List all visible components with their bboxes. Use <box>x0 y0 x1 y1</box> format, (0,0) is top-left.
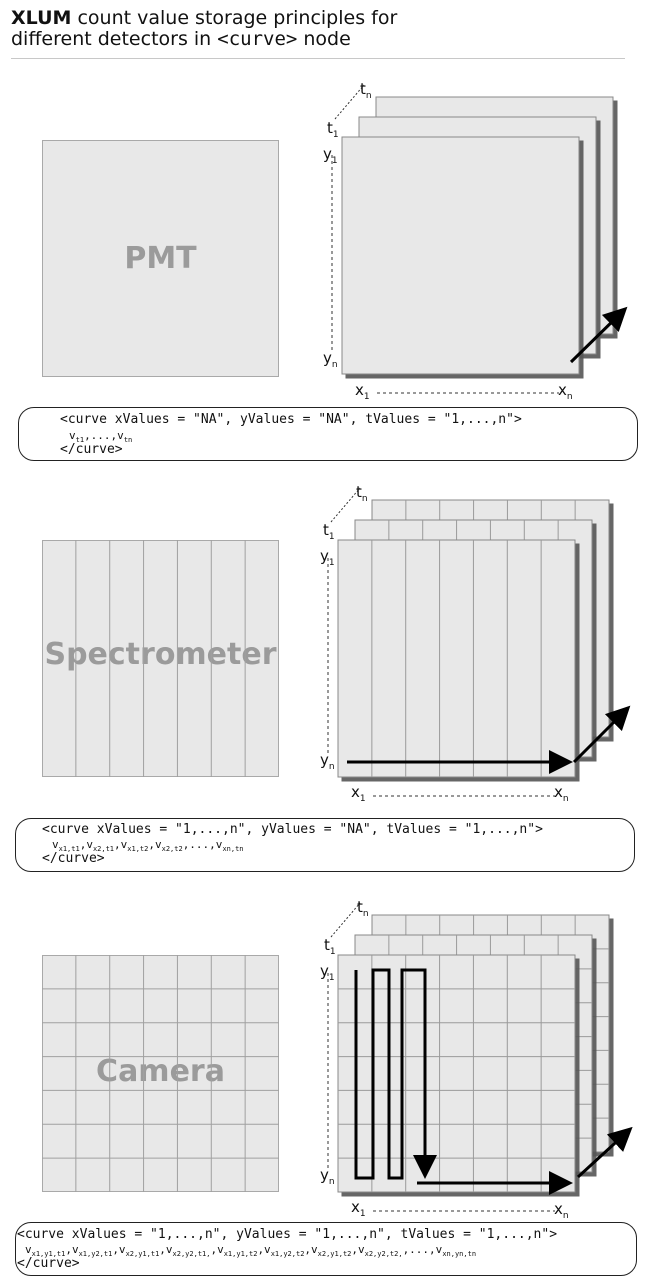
value-token: v <box>69 429 76 442</box>
page-title: XLUM count value storage principles for … <box>11 8 397 50</box>
camera-code-values: vx1,y1,t1,vx1,y2,t1,vx2,y1,t1,vx2,y2,t1,… <box>25 1243 476 1258</box>
spectrometer-code-open: <curve xValues = "1,...,n", yValues = "N… <box>42 822 543 837</box>
value-subscript: x1,t2 <box>127 845 149 854</box>
value-token: ,...,v <box>84 429 124 442</box>
title-code: <curve> <box>217 28 298 50</box>
cam-axis-tn: tn <box>357 898 369 919</box>
pmt-time-arrow <box>569 306 628 364</box>
pmt-code-open: <curve xValues = "NA", yValues = "NA", t… <box>60 412 522 427</box>
value-subscript: tn <box>123 436 133 445</box>
spectrometer-stack <box>327 487 631 797</box>
value-subscript: x1,y1,t2 <box>223 1250 258 1259</box>
value-subscript: x2,y2,t2, <box>364 1250 403 1259</box>
cam-axis-yn: yn <box>320 1166 335 1187</box>
value-token: ,v <box>351 1243 365 1256</box>
pmt-detector: PMT <box>42 140 279 377</box>
spec-axis-t1: t1 <box>323 521 335 542</box>
value-subscript: x2,y1,t2 <box>317 1250 352 1259</box>
spectrometer-code-values: vx1,t1,vx2,t1,vx1,t2,vx2,t2,...,vxn,tn <box>52 838 244 853</box>
spectrometer-code-close: </curve> <box>42 851 105 866</box>
title-divider <box>11 58 625 59</box>
cam-axis-x1: x1 <box>351 1198 366 1219</box>
pmt-code-close: </curve> <box>60 442 123 457</box>
cam-t-axis <box>330 902 361 938</box>
pmt-code-values: vt1,...,vtn <box>69 429 132 444</box>
value-subscript: x2,y2,t1, <box>172 1250 211 1259</box>
camera-code-open: <curve xValues = "1,...,n", yValues = "1… <box>17 1227 558 1242</box>
cam-axis-y1: y1 <box>320 962 335 983</box>
cam-time-arrow <box>576 1126 633 1179</box>
value-token: ,v <box>148 838 162 851</box>
camera-label: Camera <box>96 1054 225 1089</box>
spec-panel-front <box>337 539 576 778</box>
value-token: v <box>25 1243 32 1256</box>
camera-stack <box>327 902 633 1212</box>
value-token: ,v <box>159 1243 173 1256</box>
value-subscript: x1,y2,t2 <box>270 1250 305 1259</box>
value-token: ,v <box>112 1243 126 1256</box>
value-subscript: x2,t2 <box>161 845 183 854</box>
value-token: ,v <box>79 838 93 851</box>
pmt-axis-t1: t1 <box>327 119 339 140</box>
pmt-axis-tn: tn <box>360 80 372 101</box>
value-token: ,v <box>257 1243 271 1256</box>
cam-raster-path <box>354 968 437 1180</box>
spectrometer-code-box: <curve xValues = "1,...,n", yValues = "N… <box>15 818 635 872</box>
spec-axis-tn: tn <box>356 483 368 504</box>
spec-axis-y1: y1 <box>320 547 335 568</box>
camera-code-close: </curve> <box>17 1256 80 1271</box>
pmt-axis-yn: yn <box>323 349 338 370</box>
value-subscript: x1,y2,t1 <box>78 1250 113 1259</box>
value-token: ,v <box>65 1243 79 1256</box>
value-subscript: x2,y1,t1 <box>125 1250 160 1259</box>
value-token: ,v <box>304 1243 318 1256</box>
value-subscript: x1,t1 <box>58 845 80 854</box>
spec-axis-xn: xn <box>554 783 569 804</box>
title-line2-end: node <box>297 28 351 50</box>
spectrometer-label: Spectrometer <box>44 637 277 672</box>
camera-detector: Camera <box>42 955 279 1192</box>
title-bold: XLUM <box>11 7 72 29</box>
value-subscript: t1 <box>75 436 85 445</box>
value-subscript: x2,t1 <box>92 845 115 854</box>
value-subscript: xn,tn <box>222 845 244 854</box>
spec-axis-x1: x1 <box>351 783 366 804</box>
spec-time-arrow <box>572 705 631 764</box>
pmt-stack <box>331 84 628 394</box>
detector-grids <box>42 540 279 1192</box>
value-token: ,v <box>114 838 128 851</box>
pmt-label: PMT <box>124 241 197 276</box>
value-token: v <box>52 838 59 851</box>
value-token: ,...,v <box>402 1243 443 1256</box>
title-line2: different detectors in <box>11 28 218 50</box>
value-subscript: x1,y1,t1 <box>31 1250 66 1259</box>
value-token: ,...,v <box>182 838 223 851</box>
title-line1: count value storage principles for <box>71 7 398 29</box>
value-subscript: xn,yn,tn <box>442 1250 477 1259</box>
pmt-code-box: <curve xValues = "NA", yValues = "NA", t… <box>18 407 638 461</box>
cam-axis-t1: t1 <box>324 936 336 957</box>
cam-panel-front <box>337 954 576 1193</box>
pmt-panel-front <box>341 136 580 375</box>
spec-t-axis <box>330 487 361 523</box>
camera-code-box: <curve xValues = "1,...,n", yValues = "1… <box>15 1222 637 1276</box>
pmt-axis-xn: xn <box>558 381 573 402</box>
pmt-axis-y1: y1 <box>323 145 338 166</box>
value-token: ,v <box>210 1243 224 1256</box>
spec-axis-yn: yn <box>320 751 335 772</box>
pmt-axis-x1: x1 <box>355 381 370 402</box>
spectrometer-detector: Spectrometer <box>42 540 279 777</box>
pmt-t-axis <box>334 84 365 120</box>
cam-axis-xn: xn <box>554 1200 569 1221</box>
